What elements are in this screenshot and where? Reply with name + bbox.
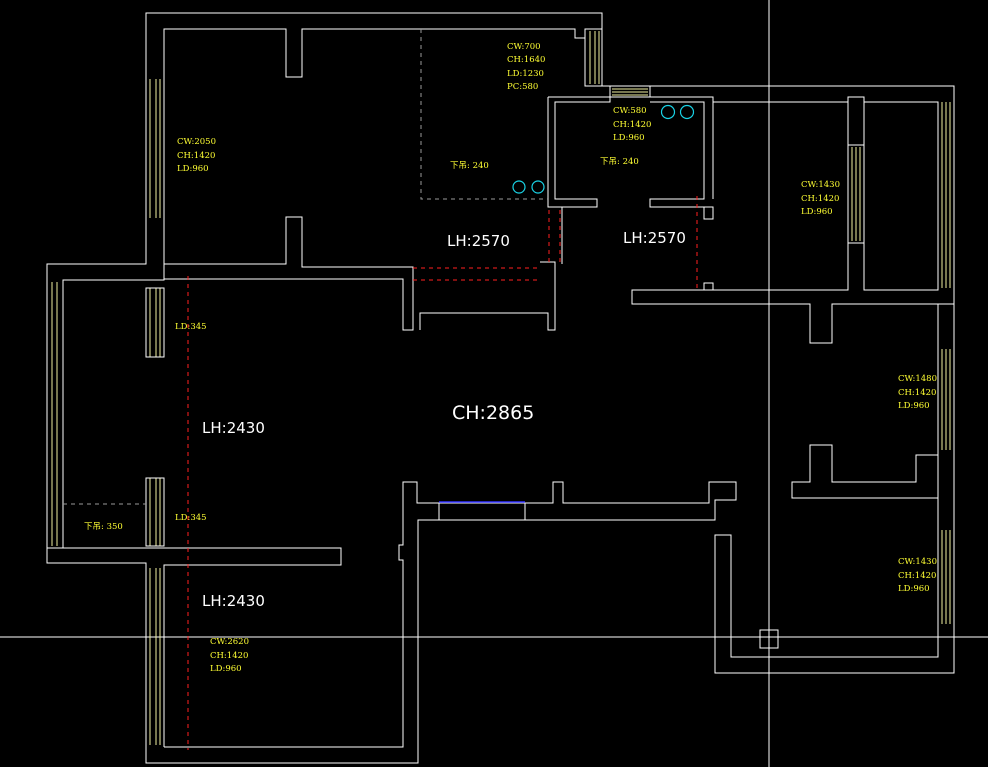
bedroom-top-inner-wall bbox=[163, 28, 585, 264]
window-living-lower bbox=[145, 477, 165, 547]
window-label-line: CH:1420 bbox=[898, 571, 936, 581]
right-room-stub bbox=[703, 282, 714, 290]
fixture-circle-icon bbox=[660, 104, 676, 120]
window-label-line: CW:700 bbox=[507, 42, 541, 52]
level-height-label-upper-left: LH:2570 bbox=[447, 232, 510, 250]
upper-left-bedroom-walls bbox=[63, 28, 585, 331]
window-label-line: LD:960 bbox=[210, 664, 242, 674]
fixtures bbox=[512, 104, 695, 194]
window-label-line: CH:1420 bbox=[898, 388, 936, 398]
drop-label-bathroom: 下吊: 240 bbox=[600, 157, 639, 167]
level-height-label-upper-right: LH:2570 bbox=[623, 229, 686, 247]
fixture-circle-icon bbox=[531, 180, 545, 194]
bathroom-left-wall bbox=[547, 96, 611, 208]
window-label-line: CH:1420 bbox=[613, 120, 651, 130]
bedroom-bottom-wall bbox=[164, 216, 414, 331]
window-right-top-outer bbox=[941, 102, 951, 288]
window-left-bedroom bbox=[149, 79, 161, 218]
living-left-inner-wall bbox=[62, 279, 140, 548]
right-top-room-walls bbox=[631, 101, 939, 625]
corridor-niche-wall bbox=[419, 261, 556, 331]
bedroom-lower-left-wall bbox=[140, 264, 165, 281]
window-label-line: CH:1420 bbox=[210, 651, 248, 661]
window-label-line: CH:1420 bbox=[177, 151, 215, 161]
window-label-line: CW:2620 bbox=[210, 637, 249, 647]
window-label-line: LD:960 bbox=[898, 401, 930, 411]
window-label-line: CW:2050 bbox=[177, 137, 216, 147]
window-label-line: CW:1480 bbox=[898, 374, 937, 384]
right-top-room-right-part bbox=[863, 101, 939, 291]
window-label-right-top-room: CW:1430 CH:1420 LD:960 bbox=[801, 180, 840, 217]
bathroom-right-wall bbox=[649, 101, 714, 220]
window-bathroom bbox=[609, 85, 651, 98]
window-balcony-left bbox=[51, 282, 58, 546]
window-living-upper bbox=[145, 287, 165, 358]
window-label-line: LD:960 bbox=[898, 584, 930, 594]
ceiling-drop-lines bbox=[63, 29, 698, 750]
bedroom-drop-outline bbox=[420, 29, 548, 200]
outer-wall-left-bottom bbox=[46, 79, 737, 764]
windows bbox=[51, 28, 951, 745]
window-label-line: LD:960 bbox=[177, 164, 209, 174]
outer-walls bbox=[46, 12, 955, 764]
crosshair-pick-box bbox=[759, 629, 779, 649]
bathroom-top-right-wall bbox=[650, 96, 714, 199]
drop-label-left-bedroom: 下吊: 240 bbox=[450, 161, 489, 171]
window-lower-left-room bbox=[149, 568, 161, 745]
window-label-line: CW:1430 bbox=[898, 557, 937, 567]
level-height-label-lower: LH:2430 bbox=[202, 592, 265, 610]
ceiling-height-label: CH:2865 bbox=[452, 402, 534, 424]
window-label-line: LD:960 bbox=[801, 207, 833, 217]
window-label-right-middle-room: CW:1480 CH:1420 LD:960 bbox=[898, 374, 937, 411]
window-label-living-lower: LD:345 bbox=[175, 513, 207, 523]
right-middle-room-bottom-wall bbox=[791, 444, 939, 625]
window-label-living-upper: LD:345 bbox=[175, 322, 207, 332]
window-label-bathroom: CW:580 CH:1420 LD:960 bbox=[613, 106, 651, 143]
window-label-right-bottom-room: CW:1430 CH:1420 LD:960 bbox=[898, 557, 937, 594]
window-right-bottom-room bbox=[941, 530, 951, 624]
window-label-line: CW:580 bbox=[613, 106, 647, 116]
window-label-line: CH:1640 bbox=[507, 55, 545, 65]
window-label-line: LD:960 bbox=[613, 133, 645, 143]
window-label-line: CW:1430 bbox=[801, 180, 840, 190]
window-label-left-bedroom: CW:2050 CH:1420 LD:960 bbox=[177, 137, 216, 174]
lower-room-partition bbox=[163, 547, 342, 747]
window-top-small bbox=[584, 28, 603, 87]
window-label-line: CH:1420 bbox=[801, 194, 839, 204]
window-label-lower-left-room: CW:2620 CH:1420 LD:960 bbox=[210, 637, 249, 674]
window-label-top-small: CW:700 CH:1640 LD:1230 PC:580 bbox=[507, 42, 545, 92]
window-label-line: LD:1230 bbox=[507, 69, 544, 79]
right-room-divider-top bbox=[847, 96, 865, 102]
fixture-circle-icon bbox=[679, 104, 695, 120]
fixture-circle-icon bbox=[512, 180, 526, 194]
window-right-top-room bbox=[847, 144, 865, 244]
level-height-label-living: LH:2430 bbox=[202, 419, 265, 437]
window-right-middle-room bbox=[941, 349, 951, 450]
window-label-line: PC:580 bbox=[507, 82, 538, 92]
bathroom-walls bbox=[547, 96, 714, 264]
right-rooms-walls bbox=[631, 96, 954, 625]
outer-wall-top-right bbox=[145, 12, 955, 674]
drop-label-balcony: 下吊: 350 bbox=[84, 522, 123, 532]
